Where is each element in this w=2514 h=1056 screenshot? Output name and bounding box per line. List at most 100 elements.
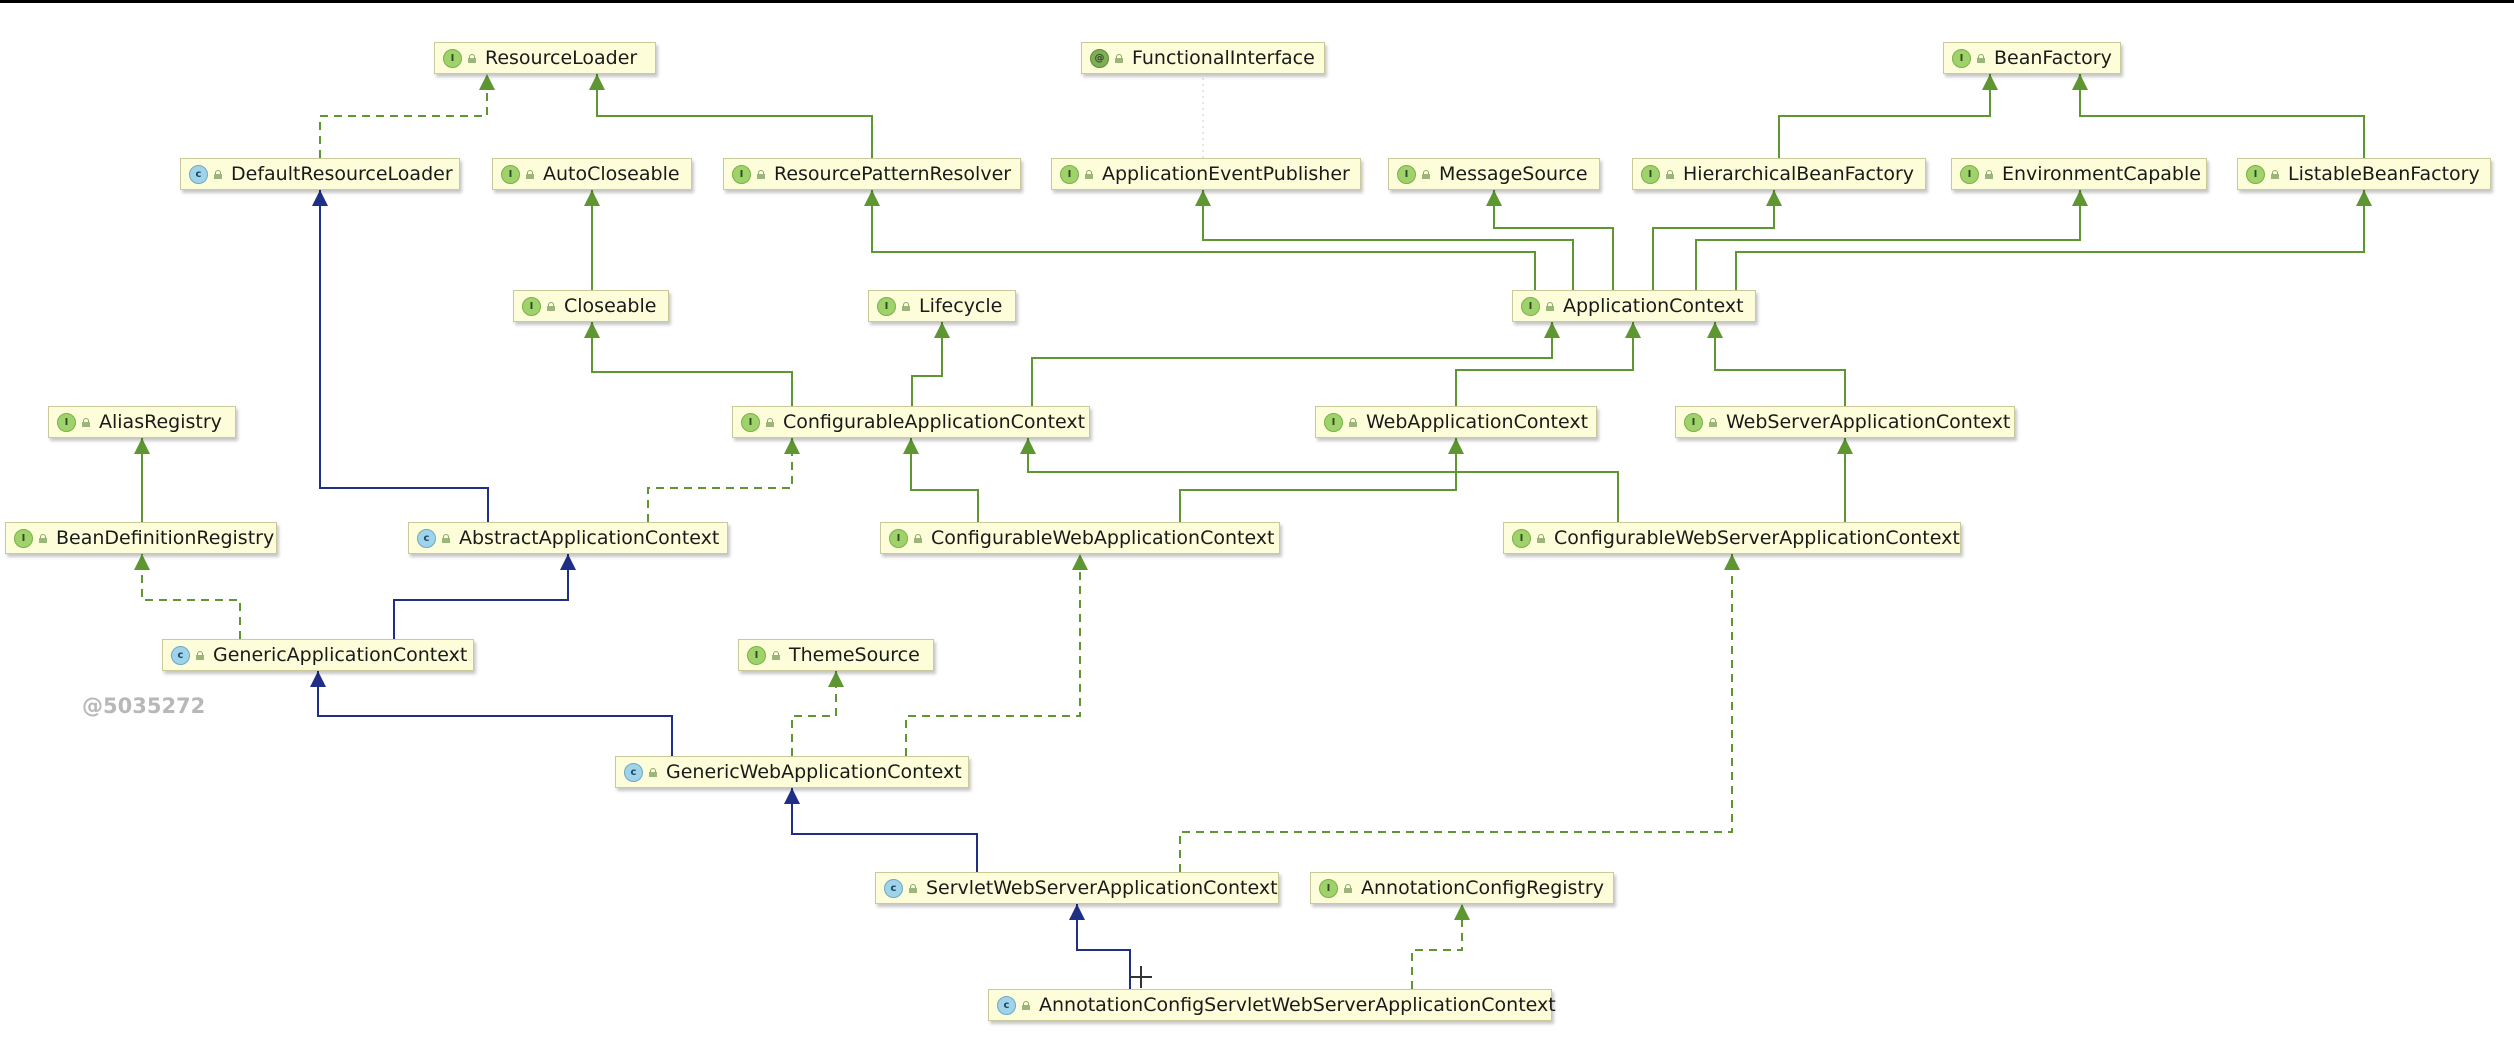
node-functional-interface[interactable]: @ FunctionalInterface xyxy=(1081,42,1325,74)
arrowhead-icon xyxy=(1454,904,1470,920)
arrowhead-icon xyxy=(1072,554,1088,570)
node-bean-factory[interactable]: I BeanFactory xyxy=(1943,42,2121,74)
edge-extends-interface xyxy=(911,322,950,406)
node-label: HierarchicalBeanFactory xyxy=(1683,163,1915,185)
edge-extends-interface xyxy=(864,190,1536,290)
arrowhead-icon xyxy=(1766,190,1782,206)
edge-extends-interface xyxy=(1031,322,1560,406)
edge-extends-interface xyxy=(589,74,873,158)
edge-extends-interface xyxy=(1735,190,2372,290)
visibility-icon xyxy=(1349,417,1357,427)
interface-icon: I xyxy=(889,528,908,548)
visibility-icon xyxy=(1666,169,1674,179)
edge-implements xyxy=(1411,904,1470,989)
edge-extends-class xyxy=(310,671,673,756)
arrowhead-icon xyxy=(1982,74,1998,90)
arrowhead-icon xyxy=(864,190,880,206)
edge-implements xyxy=(319,74,495,158)
interface-icon: I xyxy=(522,296,541,316)
arrowhead-icon xyxy=(312,190,328,206)
node-label: DefaultResourceLoader xyxy=(231,163,453,185)
node-label: AliasRegistry xyxy=(99,411,222,433)
node-application-event-publisher[interactable]: I ApplicationEventPublisher xyxy=(1051,158,1361,190)
node-label: ApplicationEventPublisher xyxy=(1102,163,1350,185)
arrowhead-icon xyxy=(1486,190,1502,206)
visibility-icon xyxy=(82,417,90,427)
arrowhead-icon xyxy=(784,438,800,454)
annotation-icon: @ xyxy=(1090,48,1109,68)
node-environment-capable[interactable]: I EnvironmentCapable xyxy=(1951,158,2207,190)
node-label: WebApplicationContext xyxy=(1366,411,1589,433)
visibility-icon xyxy=(547,301,555,311)
interface-icon: I xyxy=(877,296,896,316)
visibility-icon xyxy=(214,169,222,179)
node-label: AnnotationConfigServletWebServerApplicat… xyxy=(1039,994,1556,1016)
interface-icon: I xyxy=(57,412,76,432)
node-label: GenericApplicationContext xyxy=(213,644,468,666)
node-label: WebServerApplicationContext xyxy=(1726,411,2011,433)
node-label: ThemeSource xyxy=(789,644,920,666)
node-label: ListableBeanFactory xyxy=(2288,163,2480,185)
interface-icon: I xyxy=(1060,164,1079,184)
node-label: ConfigurableApplicationContext xyxy=(783,411,1086,433)
arrowhead-icon xyxy=(134,554,150,570)
edge-extends-class xyxy=(784,788,978,872)
arrowhead-icon xyxy=(1707,322,1723,338)
interface-icon: I xyxy=(1319,878,1338,898)
crosshair-cursor-icon xyxy=(1130,966,1152,988)
node-label: EnvironmentCapable xyxy=(2002,163,2201,185)
edge-extends-interface xyxy=(1707,322,1846,406)
edge-implements xyxy=(647,438,800,522)
arrowhead-icon xyxy=(1069,904,1085,920)
interface-icon: I xyxy=(1960,164,1979,184)
top-border xyxy=(0,0,2514,3)
visibility-icon xyxy=(526,169,534,179)
edge-extends-interface xyxy=(1195,190,1574,290)
edge-implements xyxy=(134,554,241,639)
arrowhead-icon xyxy=(1020,438,1036,454)
edge-implements xyxy=(1179,554,1740,872)
arrowhead-icon xyxy=(479,74,495,90)
node-label: AutoCloseable xyxy=(543,163,680,185)
edge-extends-class xyxy=(393,554,576,639)
arrowhead-icon xyxy=(134,438,150,454)
arrowhead-icon xyxy=(2072,74,2088,90)
node-label: BeanFactory xyxy=(1994,47,2112,69)
interface-icon: I xyxy=(1952,48,1971,68)
visibility-icon xyxy=(1546,301,1554,311)
node-label: MessageSource xyxy=(1439,163,1588,185)
node-label: ApplicationContext xyxy=(1563,295,1744,317)
interface-icon: I xyxy=(443,48,462,68)
edge-implements xyxy=(791,671,844,756)
interface-icon: I xyxy=(1324,412,1343,432)
node-alias-registry[interactable]: I AliasRegistry xyxy=(48,406,236,438)
interface-icon: I xyxy=(732,164,751,184)
node-label: FunctionalInterface xyxy=(1132,47,1315,69)
node-web-application-context[interactable]: I WebApplicationContext xyxy=(1315,406,1597,438)
edge-extends-class xyxy=(312,190,489,522)
